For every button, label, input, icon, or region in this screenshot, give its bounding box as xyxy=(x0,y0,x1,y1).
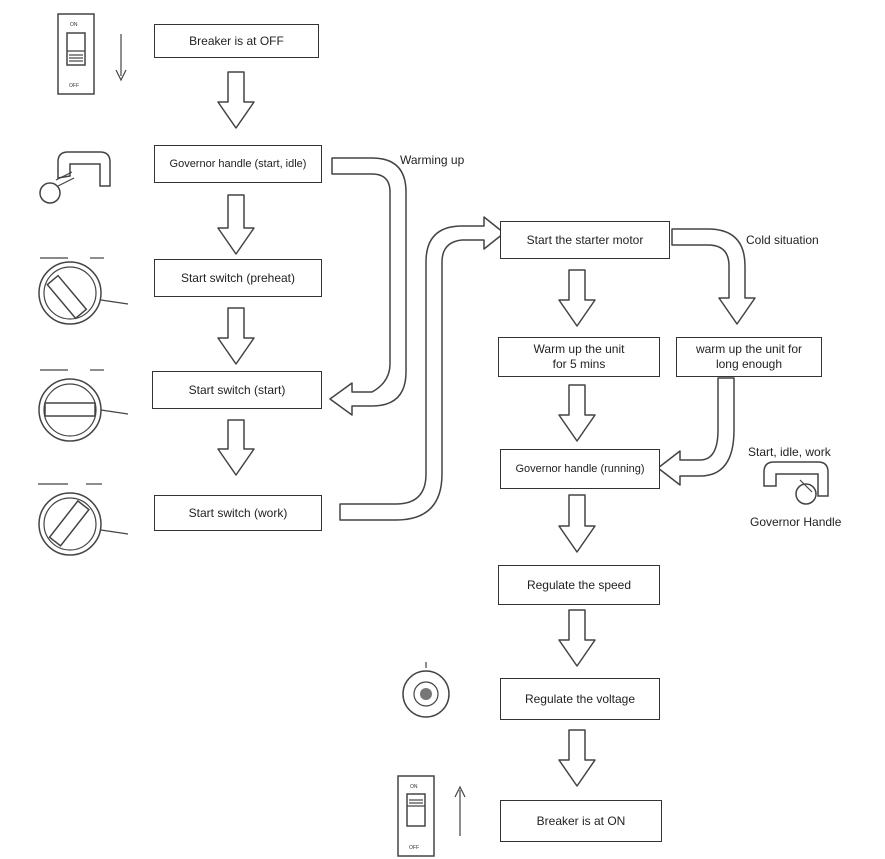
arrow-down-2 xyxy=(217,194,255,255)
step-regulate-voltage: Regulate the voltage xyxy=(500,678,660,720)
long-warmup-to-governor-arrow xyxy=(657,377,735,486)
breaker-on-icon xyxy=(397,775,466,857)
governor-handle-icon xyxy=(39,151,111,204)
step-breaker-on: Breaker is at ON xyxy=(500,800,662,842)
breaker-off-off-label: OFF xyxy=(69,83,79,89)
arrow-down-3 xyxy=(217,307,255,365)
arrow-down-9 xyxy=(558,729,596,787)
start-switch-preheat-icon xyxy=(38,257,129,325)
step-start-starter-motor: Start the starter motor xyxy=(500,221,670,259)
work-to-starter-arrow xyxy=(339,216,505,521)
cold-situation-label: Cold situation xyxy=(746,233,819,247)
arrow-down-5 xyxy=(558,269,596,327)
breaker-on-off-label: OFF xyxy=(409,845,419,851)
step-regulate-speed: Regulate the speed xyxy=(498,565,660,605)
governor-handle-label: Governor Handle xyxy=(750,515,842,529)
governor-handle-right-icon xyxy=(763,461,829,505)
start-idle-work-label: Start, idle, work xyxy=(748,445,831,459)
step-start-switch-preheat: Start switch (preheat) xyxy=(154,259,322,297)
step-start-switch-start: Start switch (start) xyxy=(152,371,322,409)
breaker-on-on-label: ON xyxy=(410,784,418,790)
start-switch-start-icon xyxy=(38,369,129,442)
arrow-down-4 xyxy=(217,419,255,476)
step-warm-up-long-enough: warm up the unit for long enough xyxy=(676,337,822,377)
start-switch-work-icon xyxy=(38,483,129,556)
warming-up-label: Warming up xyxy=(400,153,465,167)
warming-up-arrow xyxy=(329,157,407,416)
arrow-down-6 xyxy=(558,384,596,442)
cold-situation-arrow xyxy=(671,228,756,325)
step-warm-up-5-mins: Warm up the unit for 5 mins xyxy=(498,337,660,377)
step-breaker-off: Breaker is at OFF xyxy=(154,24,319,58)
voltage-knob-icon xyxy=(402,662,450,718)
arrow-down-8 xyxy=(558,609,596,667)
step-governor-start-idle: Governor handle (start, idle) xyxy=(154,145,322,183)
arrow-down-1 xyxy=(217,71,255,129)
breaker-off-icon xyxy=(57,13,127,95)
step-start-switch-work: Start switch (work) xyxy=(154,495,322,531)
arrow-down-7 xyxy=(558,494,596,553)
breaker-off-on-label: ON xyxy=(70,22,78,28)
step-governor-running: Governor handle (running) xyxy=(500,449,660,489)
